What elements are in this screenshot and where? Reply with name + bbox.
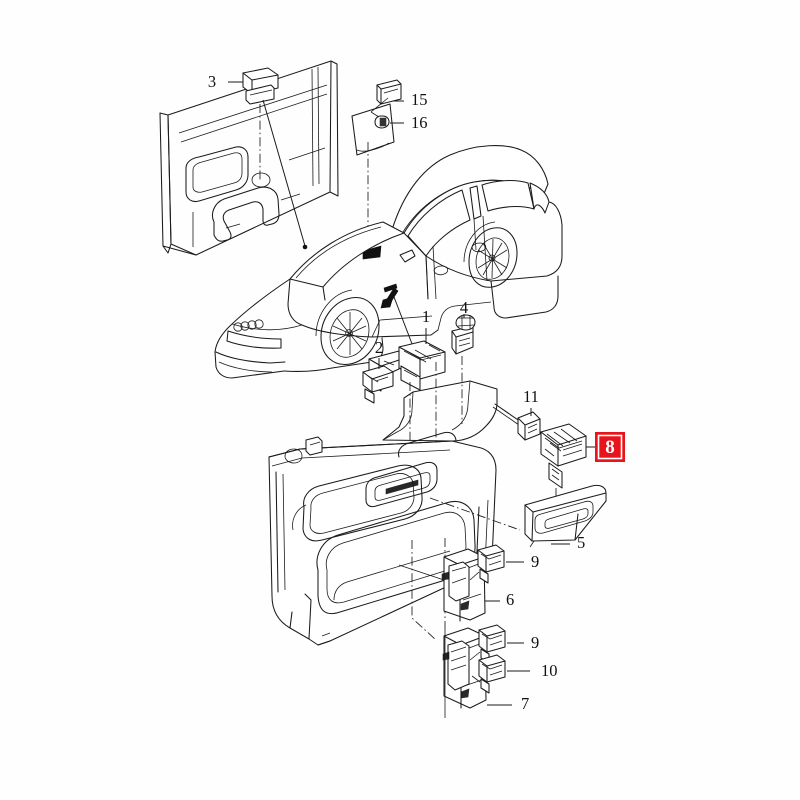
rear-wheel: [468, 227, 518, 288]
part-9-switch-lower: [478, 624, 506, 664]
callout-label-9-upper: 9: [531, 552, 539, 571]
highlight-badge-number: 8: [605, 437, 615, 458]
callout-label-5: 5: [577, 533, 585, 552]
location-arrow-markers: [380, 283, 399, 309]
panel-top-bracket: [305, 436, 323, 456]
callout-label-1: 1: [422, 307, 430, 326]
callout-4: 4: [460, 298, 468, 318]
part-7-switch-carrier: [442, 627, 487, 709]
part-8-window-switch: [540, 423, 587, 512]
callout-16: 16: [390, 113, 428, 132]
callout-9-lower: 9: [507, 633, 539, 652]
part-6-switch-carrier: [441, 548, 486, 622]
part-3-switch: [242, 67, 279, 188]
callout-1: 1: [422, 307, 430, 344]
callout-label-16: 16: [411, 113, 428, 132]
part-2-single-switch: [362, 365, 394, 404]
callout-label-2: 2: [375, 338, 383, 357]
callout-3: 3: [208, 72, 243, 91]
front-wheel: [320, 297, 380, 366]
callout-label-10: 10: [541, 661, 558, 680]
callout-5: 5: [551, 533, 585, 552]
callout-label-6: 6: [506, 590, 514, 609]
highlight-badge-box: [595, 432, 625, 462]
callout-label-4: 4: [460, 298, 468, 317]
audi-rings-logo: [233, 319, 264, 332]
part-11-retaining-pin: [492, 403, 541, 441]
upper-door-trim-panel: [159, 60, 339, 256]
callout-7: 7: [487, 694, 529, 713]
part-10-switch: [478, 654, 506, 694]
callout-10: 10: [507, 661, 558, 680]
lower-door-trim-panel: [268, 380, 498, 646]
callout-15: 15: [393, 90, 428, 109]
highlight-badge-8: 8: [586, 432, 625, 462]
callout-label-3: 3: [208, 72, 216, 91]
part-5-switch-housing: [524, 484, 607, 548]
callout-6: 6: [485, 590, 514, 609]
callout-label-11: 11: [523, 387, 539, 406]
callout-label-7: 7: [521, 694, 529, 713]
part-9-switch-upper: [477, 544, 505, 584]
callout-label-9-lower: 9: [531, 633, 539, 652]
sun-visor-assembly: [351, 79, 402, 260]
callout-2: 2: [375, 338, 383, 369]
callout-label-15: 15: [411, 90, 428, 109]
vehicle-illustration: [214, 145, 563, 379]
callout-11: 11: [523, 387, 539, 416]
part-4-mirror-knob: [451, 314, 476, 355]
callout-9-upper: 9: [506, 552, 539, 571]
